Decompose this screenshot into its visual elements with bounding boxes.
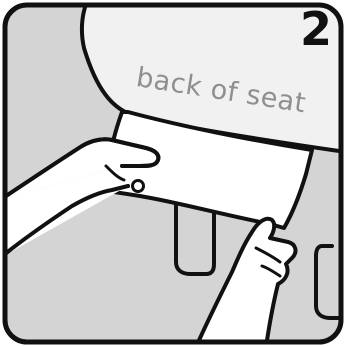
snap-button-icon (133, 181, 144, 192)
step-number: 2 (300, 6, 332, 52)
